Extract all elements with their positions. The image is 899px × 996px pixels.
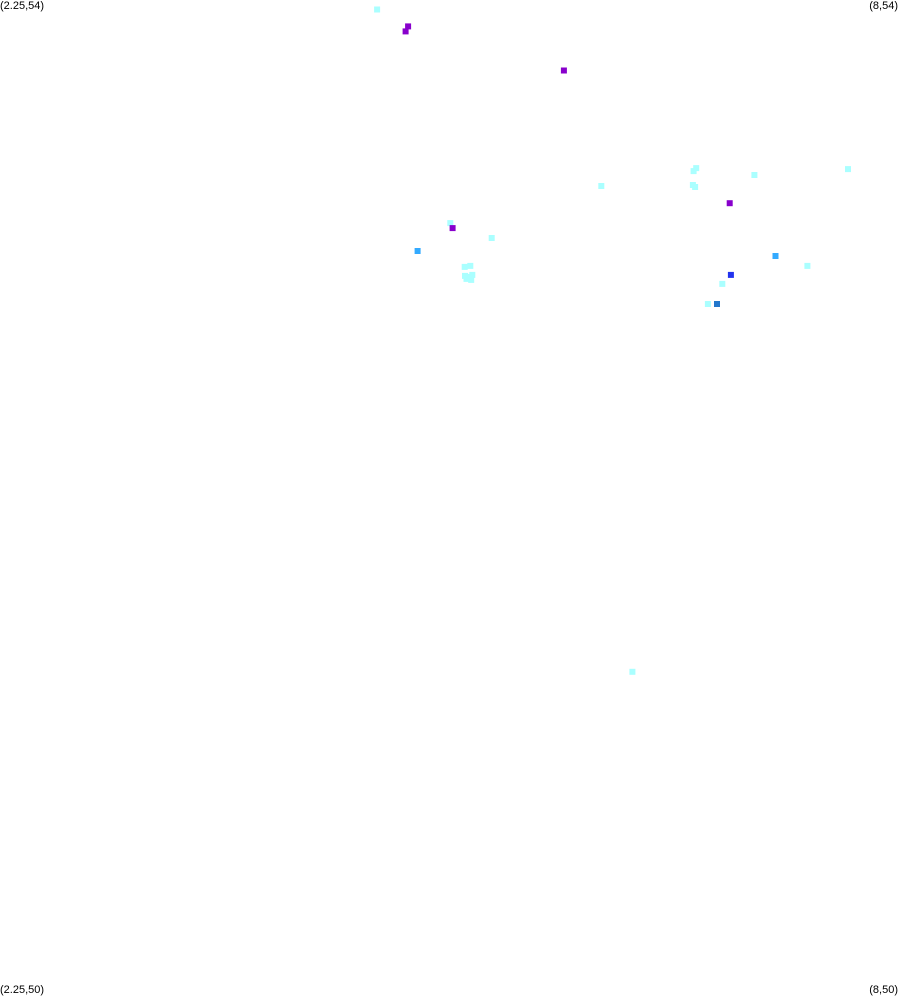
data-point-7 <box>690 168 697 175</box>
data-point-1 <box>405 23 412 30</box>
data-point-26 <box>719 280 726 287</box>
data-point-25 <box>727 271 734 278</box>
data-point-2 <box>402 28 409 35</box>
data-point-18 <box>772 253 779 259</box>
corner-label-bottom-left: (2.25,50) <box>0 984 45 996</box>
data-point-12 <box>488 235 495 241</box>
data-point-3 <box>560 67 567 74</box>
data-point-28 <box>704 301 711 307</box>
data-point-13 <box>726 200 733 207</box>
data-point-11 <box>598 183 605 189</box>
data-point-16 <box>467 262 474 269</box>
data-point-22 <box>469 271 476 278</box>
data-point-15 <box>414 248 421 254</box>
data-point-0 <box>374 6 381 13</box>
data-point-10 <box>692 184 699 190</box>
data-point-4 <box>845 166 851 173</box>
data-point-5 <box>447 220 454 227</box>
data-point-8 <box>751 172 758 178</box>
data-point-14 <box>449 225 456 232</box>
data-point-29 <box>629 668 636 675</box>
data-point-27 <box>714 301 720 307</box>
data-point-19 <box>804 262 811 269</box>
corner-label-bottom-right: (8,50) <box>869 984 898 996</box>
corner-label-top-left: (2.25,54) <box>0 0 45 12</box>
data-point-21 <box>468 276 475 283</box>
data-point-17 <box>461 263 468 270</box>
corner-label-top-right: (8,54) <box>869 0 898 12</box>
data-points-layer <box>374 6 851 675</box>
data-point-24 <box>463 275 470 282</box>
